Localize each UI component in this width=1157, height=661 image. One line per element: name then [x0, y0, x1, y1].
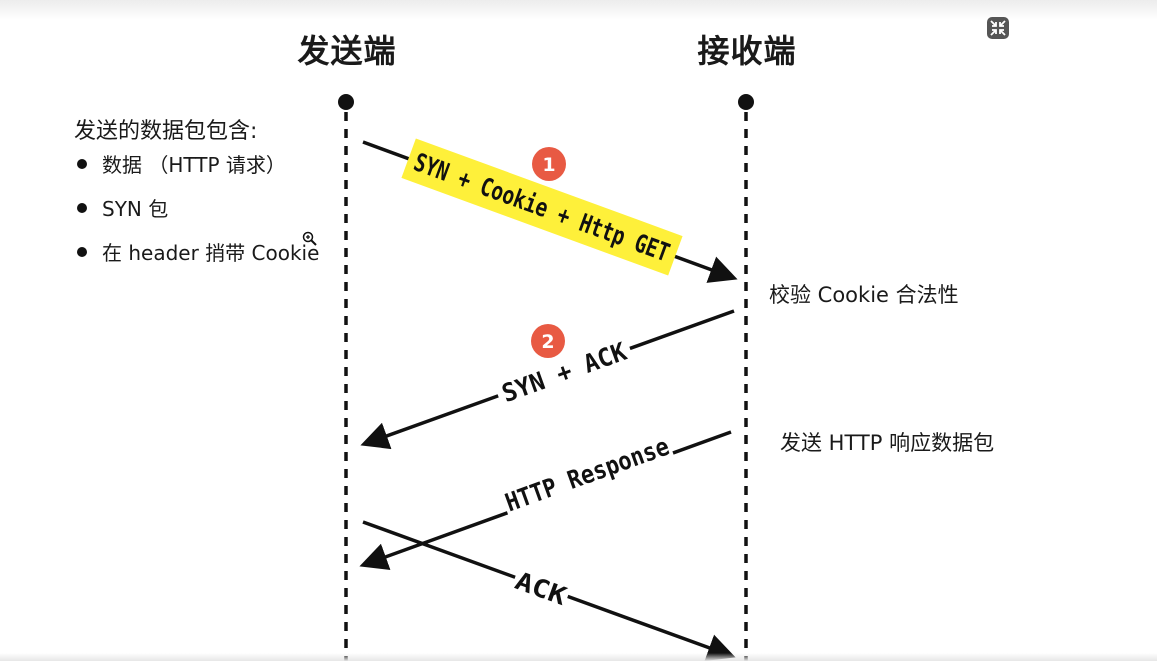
receiver-heading: 接收端 [697, 32, 797, 70]
label-backing [508, 562, 574, 614]
list-item: 数据 （HTTP 请求） [76, 148, 319, 192]
step-badge-1-text: 1 [542, 154, 555, 176]
step-badge-2: 2 [531, 324, 565, 358]
sender-lifeline-start-dot [338, 94, 354, 110]
step-badge-1: 1 [532, 147, 566, 181]
bottom-shadow [0, 653, 1157, 661]
packet-contents-title: 发送的数据包包含: [74, 119, 258, 144]
list-item: SYN 包 [76, 192, 319, 236]
step-badge-2-text: 2 [541, 331, 554, 353]
label-backing [498, 428, 676, 520]
exit-fullscreen-button[interactable] [987, 17, 1009, 39]
message-4-label: ACK [508, 562, 574, 614]
message-3-text: HTTP Response [501, 432, 673, 518]
label-backing [492, 332, 636, 412]
list-item: 在 header 捎带 Cookie [76, 236, 319, 280]
top-shadow [0, 0, 1157, 20]
zoom-in-cursor-icon [302, 231, 317, 246]
receiver-lifeline-start-dot [738, 94, 754, 110]
packet-contents-list: 数据 （HTTP 请求） SYN 包 在 header 捎带 Cookie [76, 148, 319, 280]
collapse-icon [990, 20, 1006, 36]
highlight-box [401, 138, 683, 276]
verify-cookie-note: 校验 Cookie 合法性 [769, 283, 959, 307]
sender-heading: 发送端 [297, 32, 397, 70]
message-3-label: HTTP Response [498, 428, 676, 520]
send-response-note: 发送 HTTP 响应数据包 [780, 431, 995, 455]
